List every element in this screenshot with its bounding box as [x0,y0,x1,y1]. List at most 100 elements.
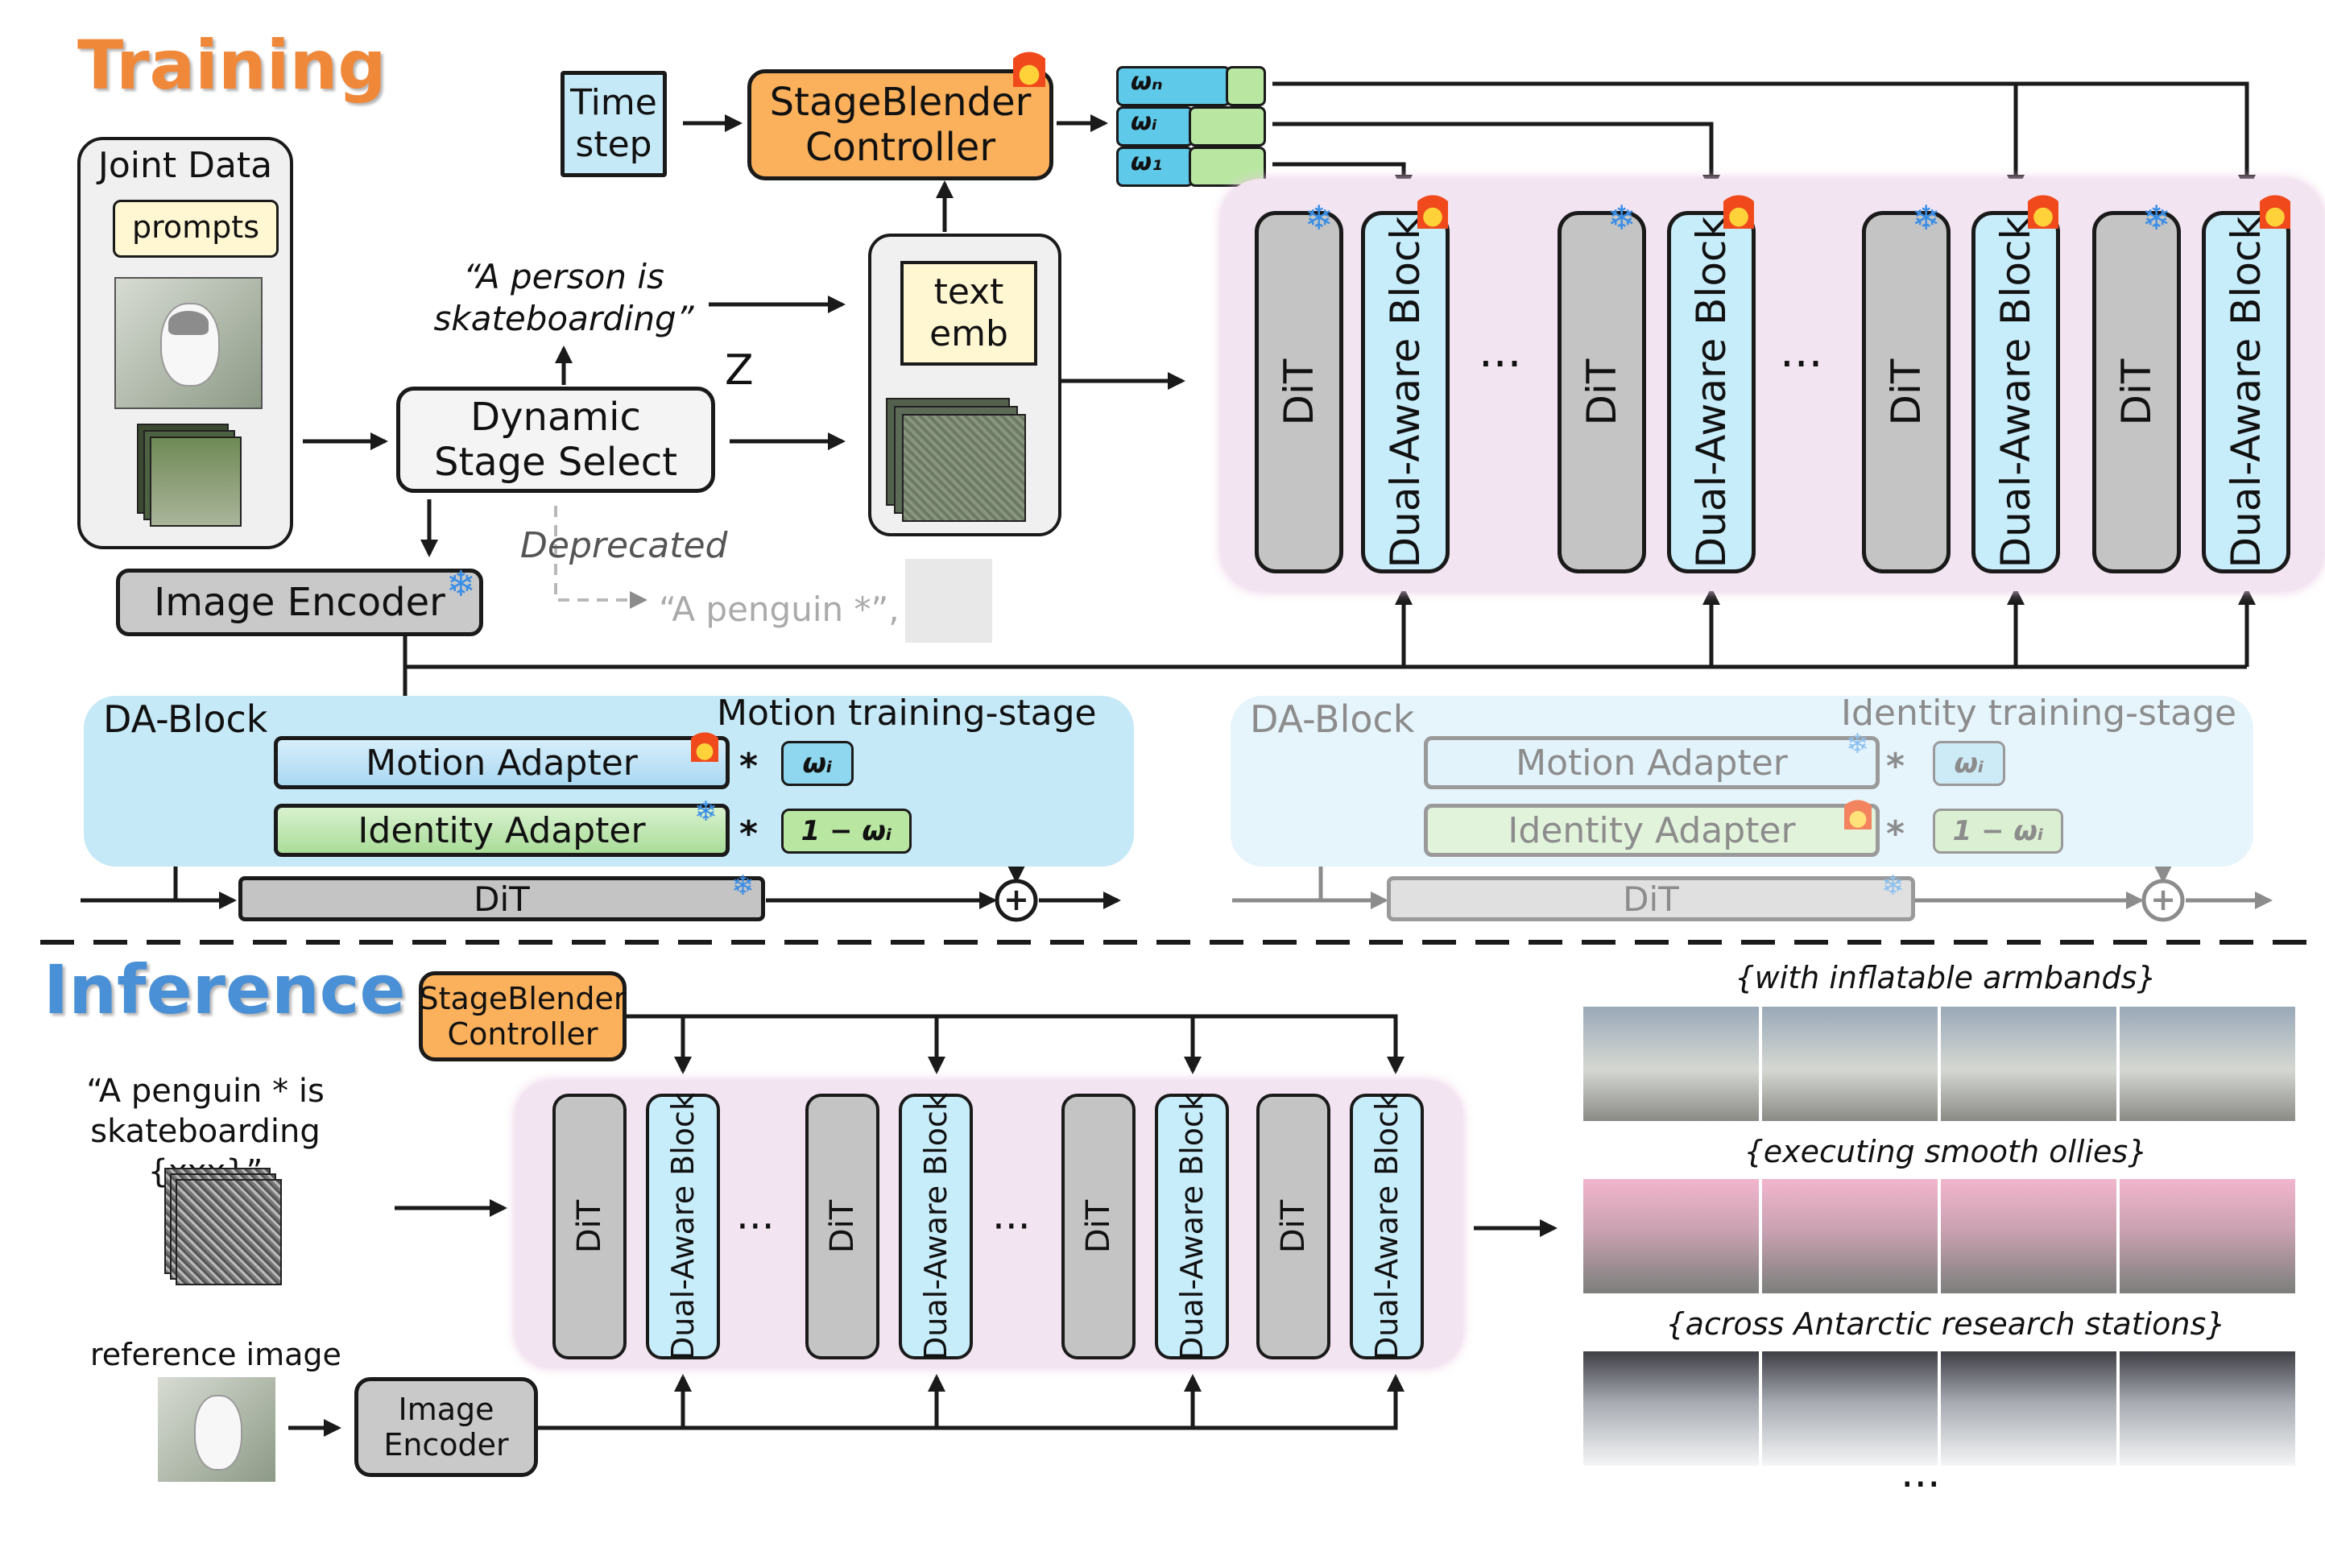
dual-aware-block-column: Dual-Aware Block [899,1093,973,1360]
reference-image-label: reference image [90,1337,341,1372]
penguin-image [114,277,263,409]
dual-aware-block-column: Dual-Aware Block [1667,211,1756,573]
dual-aware-block-column: Dual-Aware Block [2202,211,2290,573]
ellipsis: ··· [1479,338,1522,391]
result-frame [1583,1351,1759,1466]
dit-bar: DiT [238,876,765,921]
weight-omega-i: ωᵢ [1116,106,1269,147]
plus-mark: + [2150,882,2176,917]
result-row-2 [1583,1179,2295,1293]
result-frame [2120,1351,2295,1466]
dit-column: DiT [1256,1094,1330,1359]
result-frame [1941,1179,2116,1293]
snowflake-icon: ❄ [2142,198,2171,238]
time-step-box: Time step [561,71,667,177]
result-frame [2120,1179,2295,1293]
multiply-mark: * [1886,746,1905,787]
prompts-label: prompts [132,209,259,245]
multiply-mark: * [739,746,759,787]
dit-column: DiT [1255,211,1343,573]
dual-aware-block-column: Dual-Aware Block [1361,211,1450,573]
joint-data-title: Joint Data [97,145,273,186]
flame-icon [1417,190,1448,229]
result-frame [1762,1351,1938,1466]
result-caption-3: {across Antarctic research stations} [1665,1306,2226,1342]
dit-column: DiT [552,1094,627,1359]
ellipsis: ··· [992,1203,1031,1250]
joint-data-panel: Joint Data prompts [77,137,293,549]
one-minus-weight-chip: 1 − ωᵢ [1933,809,2063,854]
text-emb-container: text emb [868,234,1061,536]
result-frame [1583,1007,1759,1121]
dual-aware-block-column: Dual-Aware Block [1155,1093,1229,1360]
z-label: Z [725,346,754,395]
weight-omega-n: ωₙ [1116,66,1269,106]
motion-adapter: Motion Adapter [1424,736,1880,789]
result-row-1 [1583,1007,2295,1121]
dual-aware-block-column: Dual-Aware Block [1350,1093,1424,1360]
video-frames [137,424,246,528]
snowflake-icon: ❄ [1846,728,1869,760]
snowflake-icon: ❄ [1607,198,1636,238]
multiply-mark: * [1886,813,1905,854]
inference-image-encoder: Image Encoder [354,1377,538,1477]
deprecated-prompt: “A penguin *”, [659,590,900,629]
result-frame [1583,1179,1759,1293]
result-row-3 [1583,1351,2295,1466]
snowflake-icon: ❄ [694,796,718,828]
image-encoder: Image Encoder [116,569,483,636]
weight-i-chip: ωᵢ [1933,741,2005,786]
da-block-title: DA-Block [1250,697,1415,741]
weight-i-chip: ωᵢ [781,741,854,786]
identity-stage-title: Identity training-stage [1841,693,2237,734]
result-frame [1762,1007,1938,1121]
more-ellipsis: ··· [1901,1461,1941,1509]
flame-icon [1013,47,1045,87]
result-caption-1: {with inflatable armbands} [1735,960,2157,995]
multiply-mark: * [739,813,759,854]
text-emb-box: text emb [900,261,1037,366]
flame-icon [2028,190,2058,229]
dit-column: DiT [1558,211,1646,573]
snowflake-icon: ❄ [1912,198,1941,238]
result-frame [1762,1179,1938,1293]
stageblender-controller: StageBlender Controller [747,69,1053,180]
dit-column: DiT [805,1094,879,1359]
inference-heading: Inference [43,950,406,1029]
dit-column: DiT [1862,211,1951,573]
result-caption-2: {executing smooth ollies} [1744,1134,2148,1169]
inference-stageblender-controller: StageBlender Controller [419,971,627,1061]
reference-image [158,1377,275,1482]
latent-frames [886,398,1039,527]
da-block-title: DA-Block [103,697,268,741]
one-minus-weight-chip: 1 − ωᵢ [781,809,912,854]
plus-mark: + [1003,882,1029,917]
prompts-scroll: prompts [113,200,279,258]
weight-omega-1: ω₁ [1116,147,1269,187]
ellipsis: ··· [736,1203,775,1250]
motion-stage-title: Motion training-stage [717,693,1097,734]
dual-aware-block-column: Dual-Aware Block [1971,211,2060,573]
dit-column: DiT [1061,1094,1136,1359]
training-prompt-quote: “A person is skateboarding” [433,257,694,338]
motion-adapter: Motion Adapter [274,736,730,789]
snowflake-icon: ❄ [1305,198,1334,238]
flame-icon [1723,190,1754,229]
dit-bar: DiT [1387,876,1915,921]
ellipsis: ··· [1780,338,1823,391]
snowflake-icon: ❄ [446,564,476,605]
dynamic-stage-select: Dynamic Stage Select [396,387,715,493]
deprecated-label: Deprecated [520,525,728,566]
dual-aware-block-column: Dual-Aware Block [646,1093,720,1360]
training-heading: Training [77,26,387,105]
result-frame [2120,1007,2295,1121]
flame-icon [2260,190,2290,229]
identity-adapter: Identity Adapter [1424,804,1880,857]
faded-penguin-image [905,559,992,643]
identity-adapter: Identity Adapter [274,804,730,857]
result-frame [1941,1007,2116,1121]
dit-column: DiT [2092,211,2181,573]
snowflake-icon: ❄ [1881,870,1905,902]
result-frame [1941,1351,2116,1466]
flame-icon [1844,796,1872,830]
